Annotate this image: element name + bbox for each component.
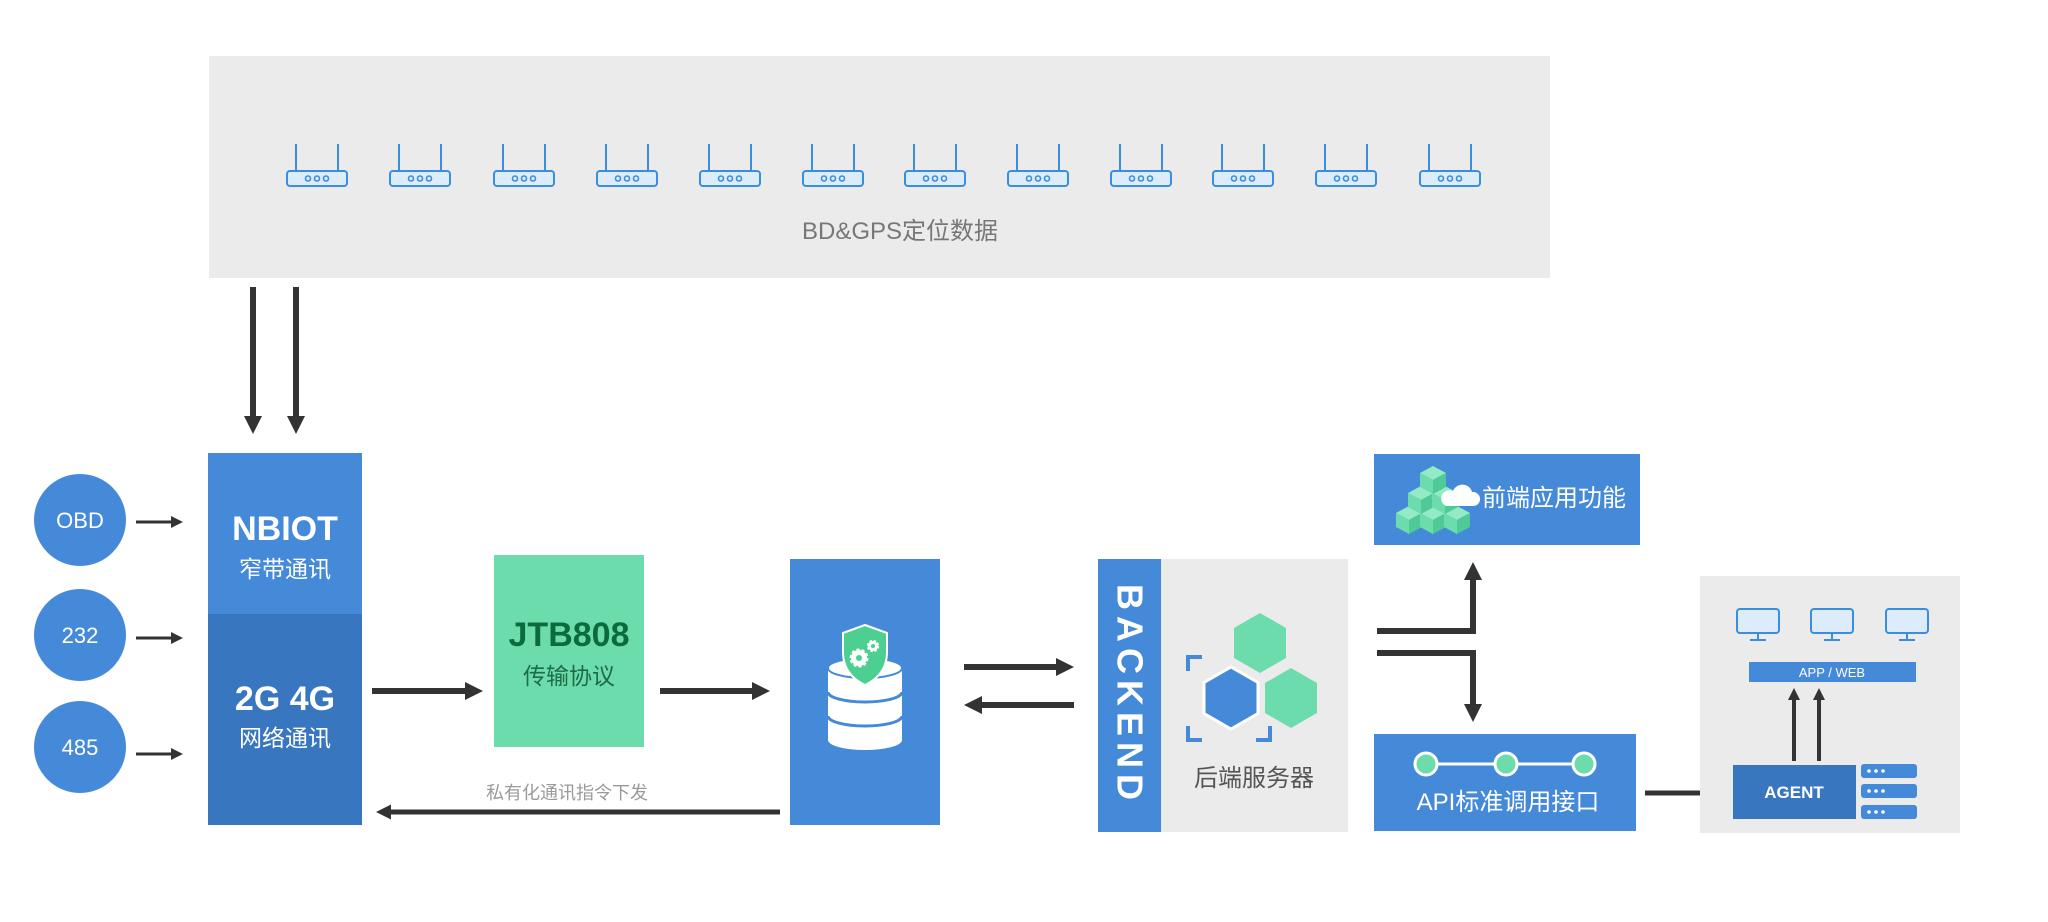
- frontend-block: 前端应用功能: [1374, 454, 1640, 545]
- cellular-panel: [208, 614, 362, 825]
- shield-gear-icon: [842, 623, 888, 687]
- nbiot-subtitle: 窄带通讯: [239, 556, 331, 582]
- app-web-label: APP / WEB: [1799, 665, 1865, 680]
- cellular-title: 2G 4G: [235, 680, 335, 718]
- hexagon-cluster-icon: [1186, 613, 1317, 742]
- database-block: [790, 559, 940, 825]
- frontend-label: 前端应用功能: [1482, 485, 1626, 512]
- positioning-data-label: BD&GPS定位数据: [802, 218, 998, 245]
- backend-label: 后端服务器: [1194, 765, 1314, 792]
- nbiot-panel: [208, 453, 362, 615]
- backend-block: BACKEND 后端服务器: [1098, 559, 1348, 832]
- protocol-subtitle: 传输协议: [523, 663, 615, 689]
- backend-vertical-label: BACKEND: [1110, 584, 1151, 806]
- downlink-label: 私有化通讯指令下发: [486, 783, 648, 803]
- nbiot-title: NBIOT: [232, 510, 338, 548]
- node-chain-icon: [1413, 751, 1597, 777]
- api-label: API标准调用接口: [1417, 789, 1600, 816]
- agent-label: AGENT: [1764, 783, 1824, 802]
- input-485: 485: [34, 701, 126, 793]
- input-232: 232: [34, 589, 126, 681]
- flow-arrow-down: [1377, 650, 1482, 722]
- cube-cloud-icon: [1396, 466, 1481, 534]
- positioning-data-panel: BD&GPS定位数据: [209, 56, 1550, 278]
- input-label: 232: [62, 623, 99, 648]
- input-obd: OBD: [34, 474, 126, 566]
- cellular-subtitle: 网络通讯: [239, 725, 331, 751]
- agent-box: [1733, 765, 1856, 819]
- gateway-block: NBIOT 窄带通讯 2G 4G 网络通讯: [208, 453, 362, 825]
- protocol-title: JTB808: [509, 616, 630, 654]
- input-label: 485: [62, 735, 99, 760]
- api-block: API标准调用接口: [1374, 734, 1636, 831]
- client-panel: APP / WEB AGENT: [1700, 576, 1960, 833]
- server-stack-icon: [1861, 764, 1917, 819]
- backend-strip: [1098, 559, 1161, 832]
- protocol-block: JTB808 传输协议: [494, 555, 644, 747]
- app-web-bar: [1749, 662, 1916, 682]
- input-label: OBD: [56, 508, 104, 533]
- flow-arrow-up: [1377, 562, 1482, 634]
